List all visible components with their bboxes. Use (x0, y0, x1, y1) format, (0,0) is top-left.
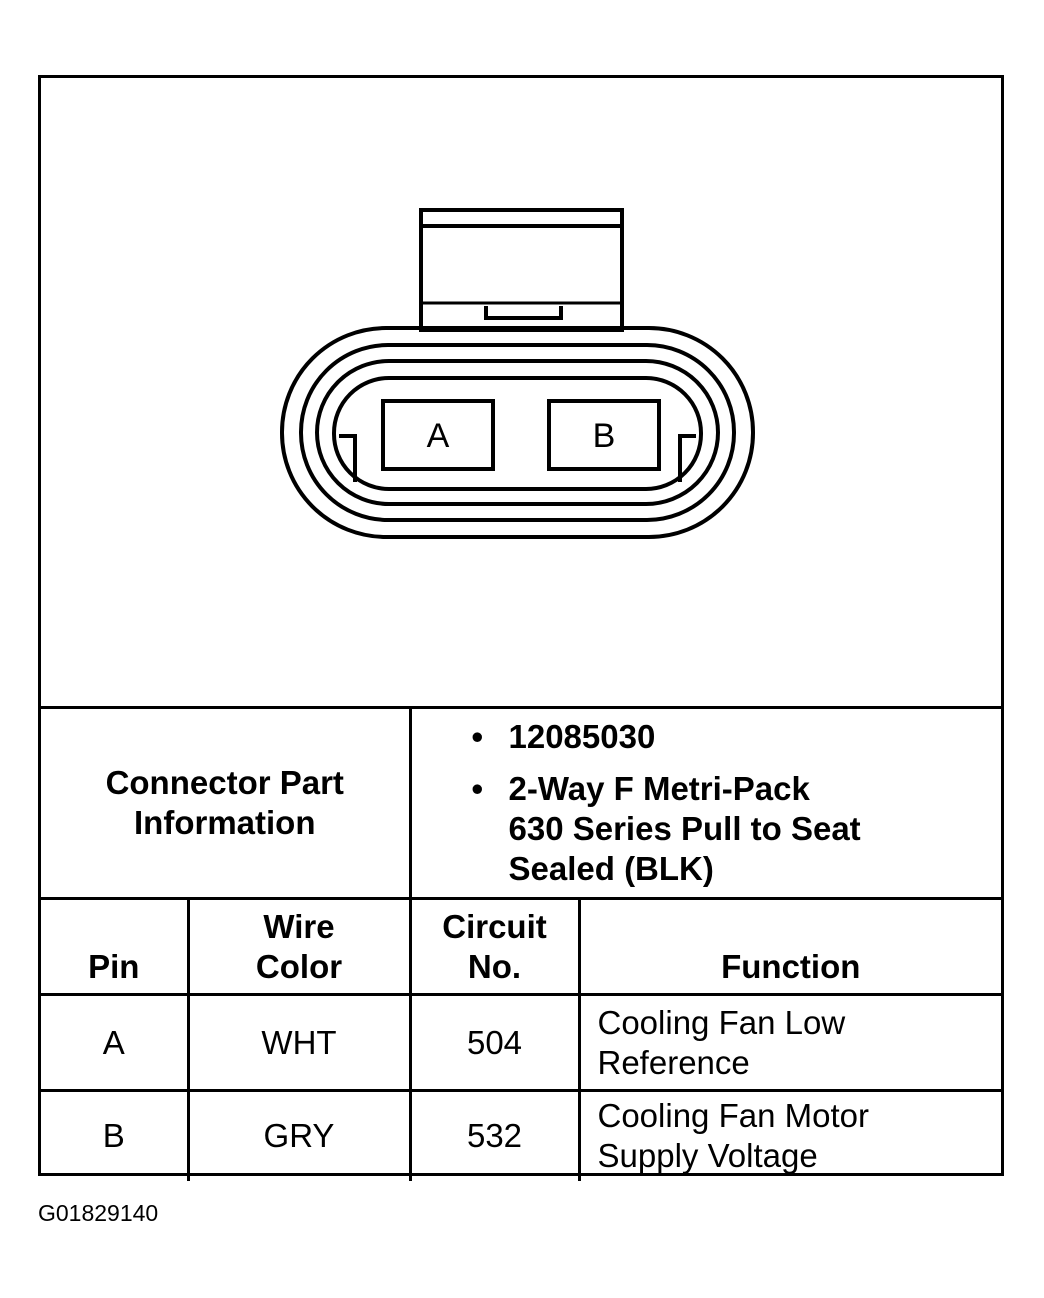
row-a-function-line2: Reference (597, 1043, 750, 1081)
header-circuit-line1: Circuit (442, 908, 547, 945)
row-b-pin: B (41, 1089, 190, 1181)
part-info-label-line2: Information (134, 804, 316, 841)
part-info-row: Connector Part Information • 12085030 • … (41, 706, 1002, 900)
part-description-line2: 630 Series Pull to Seat (508, 810, 861, 847)
table-row: A WHT 504 Cooling Fan Low Reference (41, 993, 1002, 1092)
row-a-circuit: 504 (408, 993, 581, 1092)
connector-lock-tab (419, 208, 624, 332)
table-header-row: Pin Wire Color Circuit No. Function (41, 897, 1002, 996)
pin-cavity-a: A (381, 399, 495, 471)
row-a-wire-color: WHT (186, 993, 412, 1092)
row-a-pin: A (41, 993, 190, 1092)
figure-id: G01829140 (38, 1200, 159, 1226)
row-b-function: Cooling Fan Motor Supply Voltage (577, 1089, 1002, 1181)
row-a-function-line1: Cooling Fan Low (597, 1003, 846, 1041)
bullet-icon: • (471, 770, 484, 807)
part-info-details-cell: • 12085030 • 2-Way F Metri-Pack 630 Seri… (408, 706, 1002, 900)
part-description-item: • 2-Way F Metri-Pack 630 Series Pull to … (472, 769, 1002, 889)
bullet-icon: • (471, 718, 484, 755)
connector-face-view: A B (41, 78, 1001, 708)
row-a-function: Cooling Fan Low Reference (577, 993, 1002, 1092)
pin-cavity-b-label: B (593, 417, 616, 455)
header-circuit-line2: No. (467, 948, 522, 985)
row-b-circuit: 532 (408, 1089, 581, 1181)
pin-cavity-a-label: A (427, 417, 450, 455)
part-info-label-line1: Connector Part (105, 764, 344, 801)
connector-pinout-table: Connector Part Information • 12085030 • … (41, 706, 1002, 1181)
header-wire-color-line1: Wire (263, 908, 335, 945)
part-number: 12085030 (508, 718, 656, 755)
connector-latch-notches (339, 434, 696, 482)
header-pin-label: Pin (88, 948, 140, 985)
connector-housing (280, 326, 755, 539)
part-number-item: • 12085030 (472, 717, 1002, 757)
connector-diagram-frame: A B Connector Part Information • 1208503… (38, 75, 1004, 1181)
connector-face-drawing: A B (280, 208, 755, 539)
header-function-label: Function (721, 948, 861, 985)
row-b-function-line1: Cooling Fan Motor (597, 1097, 869, 1135)
header-circuit-no: Circuit No. (408, 897, 581, 996)
row-b-function-line2: Supply Voltage (597, 1137, 818, 1175)
header-pin: Pin (41, 897, 190, 996)
row-b-wire-color: GRY (186, 1089, 412, 1181)
header-wire-color-line2: Color (255, 948, 343, 985)
header-function: Function (577, 897, 1002, 996)
table-row: B GRY 532 Cooling Fan Motor Supply Volta… (41, 1089, 1002, 1181)
pin-cavity-b: B (547, 399, 661, 471)
part-description-line1: 2-Way F Metri-Pack (508, 770, 810, 807)
header-wire-color: Wire Color (186, 897, 412, 996)
part-info-label-cell: Connector Part Information (41, 706, 412, 900)
part-description-line3: Sealed (BLK) (508, 850, 714, 887)
